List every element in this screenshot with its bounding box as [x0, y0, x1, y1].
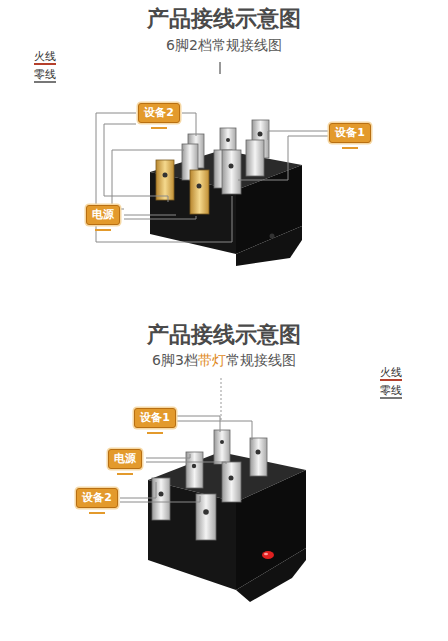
rocker-switch-2pos: [150, 120, 302, 266]
tag-label: 设备2: [77, 489, 117, 507]
tag-stem: [89, 512, 105, 514]
callout-tag: 电源: [108, 449, 142, 469]
callout-tag: 设备1: [134, 408, 176, 428]
tick: [220, 62, 221, 74]
subtitle: 6脚3档: [152, 352, 198, 368]
rocker-switch-3pos-lamp: [148, 430, 306, 602]
callout-tag: 设备1: [329, 123, 371, 143]
callout-tag: 电源: [86, 205, 120, 225]
callout-tag: 设备2: [138, 103, 180, 123]
legend-item: 零线: [34, 68, 56, 83]
legend-item: 零线: [380, 384, 402, 399]
tag-stem: [151, 127, 167, 129]
subtitle: 6脚2档常规接线图: [166, 37, 282, 55]
subtitle-highlight: 带灯: [198, 352, 226, 368]
subtitle-row: 6脚3档带灯常规接线图: [152, 352, 296, 370]
subtitle: 常规接线图: [226, 352, 296, 368]
callout-tag: 设备2: [76, 488, 118, 508]
title: 产品接线示意图: [147, 4, 301, 34]
legend-item: 火线: [34, 50, 56, 65]
tag-label: 电源: [109, 450, 141, 468]
tag-stem: [342, 147, 358, 149]
tag-label: 设备1: [330, 124, 370, 142]
tag-label: 设备2: [139, 104, 179, 122]
legend-item: 火线: [380, 366, 402, 381]
title: 产品接线示意图: [147, 320, 301, 350]
tag-stem: [117, 473, 133, 475]
wire: [96, 113, 328, 242]
tag-label: 电源: [87, 206, 119, 224]
tag-stem: [147, 432, 163, 434]
tag-stem: [95, 229, 111, 231]
tag-label: 设备1: [135, 409, 175, 427]
tick: [221, 378, 222, 420]
